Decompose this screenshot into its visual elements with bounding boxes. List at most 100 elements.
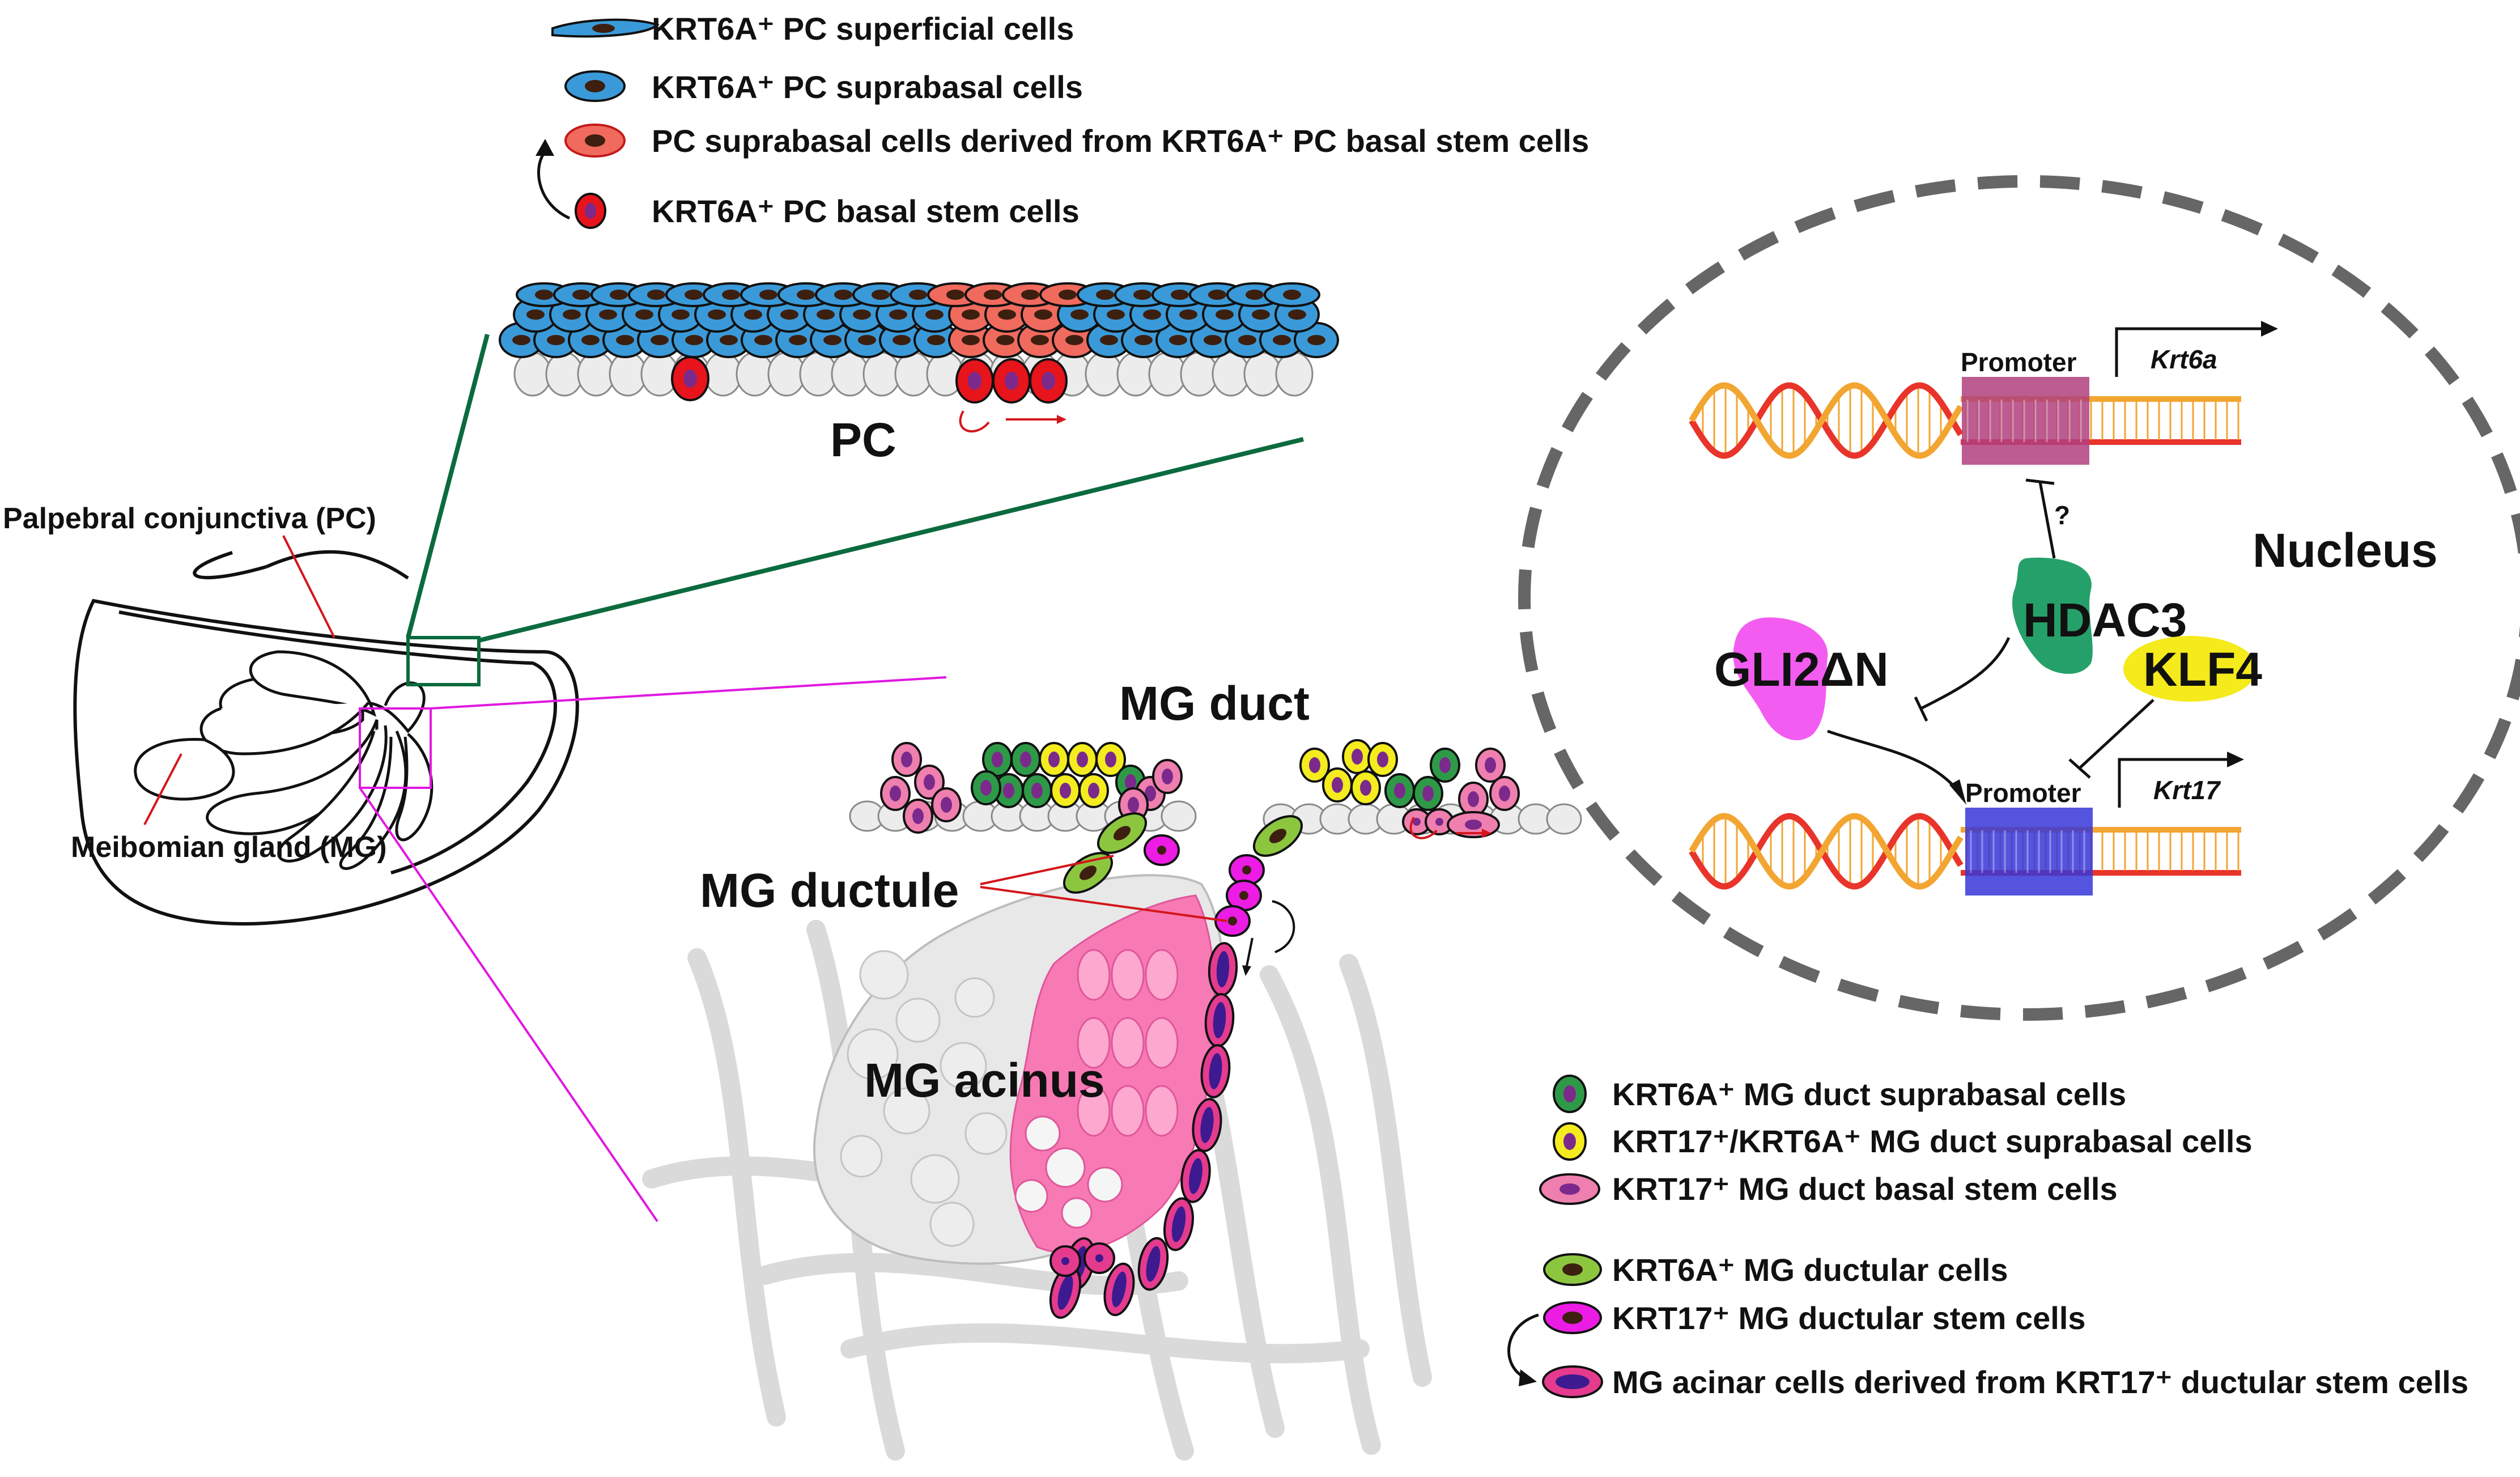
acinus-pink-cell <box>1111 1017 1145 1069</box>
dna-strand-a <box>1689 382 1964 459</box>
acinar-nucleus <box>1112 1271 1127 1308</box>
salmon-cell-icon <box>564 124 626 158</box>
pc-suprabasal-nucleus <box>1246 290 1264 300</box>
pc-suprabasal-nucleus <box>685 335 703 345</box>
pc-basal-cell <box>609 351 647 397</box>
duct-cell-nucleus <box>1309 757 1320 773</box>
pc-suprabasal-nucleus <box>834 290 852 300</box>
pc-suprabasal-nucleus <box>780 309 798 320</box>
pc-stem-nucleus <box>968 372 981 390</box>
pc-suprabasal-nucleus <box>647 290 665 300</box>
acinus-pink-cell <box>1145 949 1179 1001</box>
mg-duct-label: MG duct <box>1119 677 1310 730</box>
pc-suprabasal-nucleus <box>708 309 726 320</box>
hdac3-label: HDAC3 <box>2023 593 2187 647</box>
pc-suprabasal-nucleus <box>998 309 1016 320</box>
pc-suprabasal-nucleus <box>1134 335 1153 345</box>
acinus-pink-cell <box>1077 949 1111 1001</box>
promoter-bottom-label: Promoter <box>1965 778 2081 808</box>
acinus-cell <box>859 950 909 1000</box>
pc-suprabasal-nucleus <box>744 309 762 320</box>
acinus-cell <box>1045 1147 1086 1188</box>
pc-suprabasal-nucleus <box>581 335 600 345</box>
duct-cell-nucleus <box>1422 786 1434 801</box>
legend-bottom-2: KRT17⁺ MG duct basal stem cells <box>1612 1171 2118 1207</box>
ductular-green-nucleus <box>1079 865 1097 880</box>
eyelid-outer <box>73 599 579 926</box>
duct-stem-nucleus <box>1435 818 1443 826</box>
mg-ductule-chain <box>1049 812 1303 1319</box>
pc-basal-cell <box>894 351 933 397</box>
pc-suprabasal-nucleus <box>927 335 945 345</box>
acinus-cell <box>940 1042 987 1089</box>
duct-cell-nucleus <box>924 774 935 790</box>
nucleus-panel: Nucleus Promoter Promoter Krt6a Krt17 HD… <box>1518 175 2520 1021</box>
duct-cell-nucleus <box>980 780 992 796</box>
top-legend: KRT6A⁺ PC superficial cells KRT6A⁺ PC su… <box>536 11 1589 229</box>
pc-basal-cell <box>767 351 806 397</box>
pc-suprabasal-nucleus <box>635 309 653 320</box>
duct-cell-nucleus <box>1125 774 1136 790</box>
duct-cell-nucleus <box>1048 752 1060 767</box>
pc-basal-cell <box>831 351 869 397</box>
pc-suprabasal-nucleus <box>817 309 835 320</box>
pc-suprabasal-nucleus <box>685 290 703 300</box>
pc-suprabasal-nucleus <box>1169 335 1187 345</box>
acinus-cell <box>1014 1179 1048 1213</box>
pc-suprabasal-nucleus <box>1133 290 1151 300</box>
pc-basal-cell <box>704 351 742 397</box>
pc-suprabasal-nucleus <box>1238 335 1256 345</box>
bottom-legend-arrow <box>1507 1313 1539 1379</box>
pc-suprabasal-nucleus <box>909 290 927 300</box>
acinus-cell <box>929 1202 975 1247</box>
dna-strand-b <box>1689 813 1964 890</box>
eyelid-schematic <box>73 550 579 926</box>
pc-suprabasal-nucleus <box>1100 335 1118 345</box>
acinus-cell <box>910 1154 960 1204</box>
pc-suprabasal-nucleus <box>946 290 964 300</box>
promoter-stripes <box>1966 400 2085 873</box>
tss-top-arrowhead <box>2261 321 2278 337</box>
promoter-bottom-box <box>1965 808 2093 895</box>
palpebral-connector <box>282 535 335 638</box>
legend-top-2: PC suprabasal cells derived from KRT6A⁺ … <box>652 123 1589 159</box>
duct-cell-nucleus <box>941 797 952 813</box>
pc-suprabasal-nucleus <box>984 290 1002 300</box>
pc-suprabasal-nucleus <box>759 290 777 300</box>
duct-cell-nucleus <box>1162 769 1173 784</box>
pc-suprabasal-nucleus <box>547 335 565 345</box>
pc-suprabasal-nucleus <box>1288 309 1306 320</box>
duct-cell-nucleus <box>1077 752 1088 767</box>
pc-basal-cell <box>1116 351 1155 397</box>
meibomian-connector <box>143 753 182 825</box>
acinus-pink-cell <box>1077 1017 1111 1069</box>
acinar-nucleus <box>1209 1053 1222 1089</box>
pc-suprabasal-nucleus <box>1179 309 1197 320</box>
ductular-stem-nucleus <box>1242 865 1251 875</box>
pc-suprabasal-nucleus <box>1070 309 1089 320</box>
pc-suprabasal-nucleus <box>610 290 628 300</box>
meibomian-label: Meibomian gland (MG) <box>71 831 387 864</box>
duct-cell-nucleus <box>1060 783 1071 799</box>
pc-suprabasal-nucleus <box>996 335 1014 345</box>
palpebral-fold <box>193 551 267 580</box>
pc-suprabasal-nucleus <box>1273 335 1291 345</box>
eyelid-inner <box>118 610 557 875</box>
duct-cell-nucleus <box>1145 786 1156 801</box>
duct-cell-nucleus <box>1485 757 1496 773</box>
pc-suprabasal-nucleus <box>962 309 980 320</box>
pc-epithelium <box>499 282 1339 404</box>
duct-cell-nucleus <box>992 752 1003 767</box>
pc-suprabasal-nucleus <box>1107 309 1125 320</box>
self-renew-arrows <box>959 410 1491 976</box>
acinus-pink-cell <box>1111 1085 1145 1137</box>
pc-suprabasal-nucleus <box>889 309 907 320</box>
acinus-inner-cells <box>840 949 1179 1247</box>
legend-top-1: KRT6A⁺ PC suprabasal cells <box>652 69 1083 105</box>
pc-suprabasal-nucleus <box>1307 335 1325 345</box>
pc-suprabasal-nucleus <box>1034 309 1052 320</box>
pc-suprabasal-nucleus <box>1208 290 1226 300</box>
klf4-label: KLF4 <box>2143 643 2262 696</box>
promoter-top-box <box>1962 377 2089 465</box>
